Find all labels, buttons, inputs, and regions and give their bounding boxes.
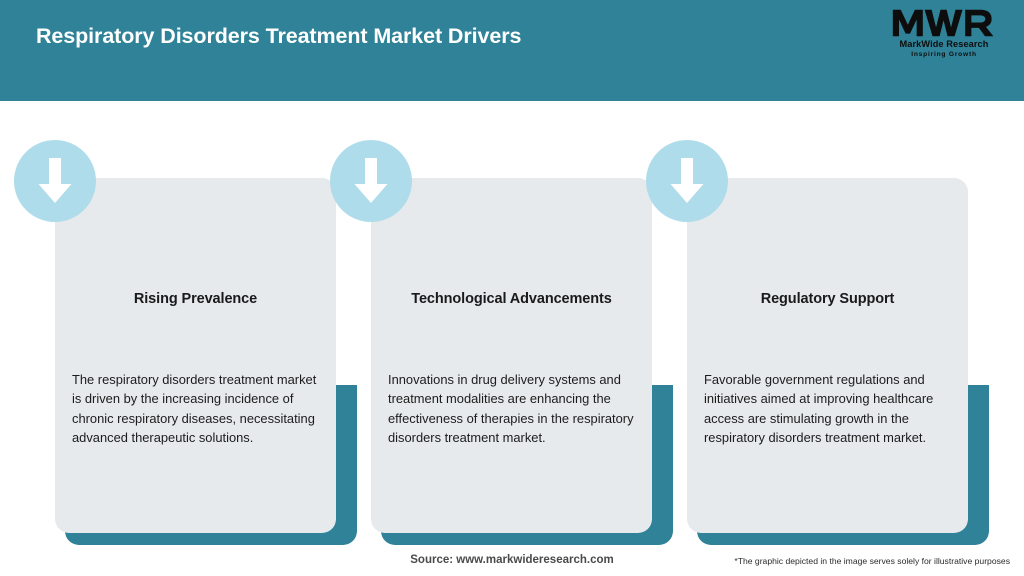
page-title: Respiratory Disorders Treatment Market D…: [36, 24, 522, 48]
source-label: Source: www.markwideresearch.com: [410, 554, 614, 566]
arrow-down-icon: [14, 140, 96, 222]
brand-logo: MarkWide Research Inspiring Growth: [886, 8, 1002, 66]
header-bar: Respiratory Disorders Treatment Market D…: [0, 0, 1024, 101]
card-description: The respiratory disorders treatment mark…: [72, 372, 317, 445]
logo-company-name: MarkWide Research: [899, 39, 989, 49]
arrow-down-glyph: [354, 158, 388, 203]
card-surface: Technological Advancements Innovations i…: [371, 178, 652, 533]
card-description: Favorable government regulations and ini…: [704, 372, 934, 445]
mwr-logo-icon: [892, 9, 994, 37]
disclaimer-note: *The graphic depicted in the image serve…: [734, 556, 1010, 566]
card-title: Regulatory Support: [760, 291, 895, 307]
card-description: Innovations in drug delivery systems and…: [388, 372, 634, 445]
logo-tagline: Inspiring Growth: [911, 51, 977, 58]
arrow-down-icon: [330, 140, 412, 222]
card-title: Technological Advancements: [411, 291, 612, 307]
arrow-down-glyph: [38, 158, 72, 203]
card-title: Rising Prevalence: [133, 291, 258, 307]
arrow-down-icon: [646, 140, 728, 222]
arrow-down-glyph: [670, 158, 704, 203]
card-surface: Regulatory Support Favorable government …: [687, 178, 968, 533]
card-surface: Rising Prevalence The respiratory disord…: [55, 178, 336, 533]
